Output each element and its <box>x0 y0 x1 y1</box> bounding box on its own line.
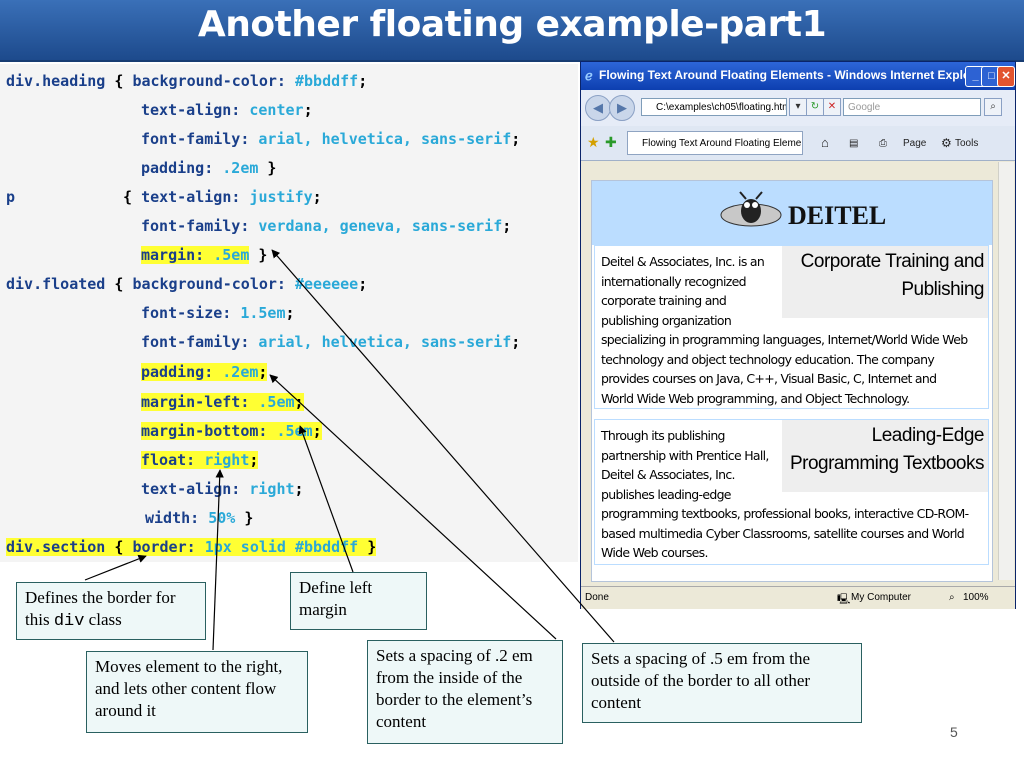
zoom-icon: ⌕ <box>949 592 955 603</box>
close-button[interactable]: ✕ <box>997 66 1015 87</box>
code-line-2: text-align: center; <box>141 101 313 119</box>
feeds-icon[interactable]: ▤ <box>849 138 859 149</box>
code-line-10: font-family: arial, helvetica, sans-seri… <box>141 333 521 351</box>
code-line-3: font-family: arial, helvetica, sans-seri… <box>141 130 521 148</box>
code-line-16: width: 50% } <box>145 509 254 527</box>
ie-logo-icon: ℯ <box>585 68 593 83</box>
callout-padding: Sets a spacing of .2 em from the inside … <box>367 640 563 744</box>
callout-margin: Sets a spacing of .5 em from the outside… <box>582 643 862 723</box>
page-content: DEITEL Corporate Training and Publishing… <box>591 180 993 582</box>
code-line-5: p <box>6 188 16 206</box>
callout-margin-left: Define left margin <box>290 572 427 630</box>
deitel-heading: DEITEL <box>592 181 992 245</box>
slide-title: Another floating example-part1 <box>197 4 827 45</box>
vertical-scrollbar[interactable] <box>998 162 1014 580</box>
computer-icon: 🖳 <box>837 594 851 605</box>
section-1-text-bottom: specializing in programming languages, I… <box>601 332 968 406</box>
stop-icon[interactable]: ✕ <box>823 98 841 116</box>
add-favorite-icon[interactable]: ✚ <box>605 134 617 150</box>
code-line-17: div.section { border: 1px solid #bbddff … <box>6 538 377 556</box>
search-icon[interactable]: ⌕ <box>984 98 1002 116</box>
zoom-level[interactable]: 100% <box>963 592 989 603</box>
section-1: Corporate Training and Publishing Deitel… <box>594 245 989 409</box>
section-1-text-top: Deitel & Associates, Inc. is an internat… <box>601 254 765 328</box>
deitel-bug-logo-icon <box>720 191 782 227</box>
favorites-star-icon[interactable]: ★ <box>587 134 600 150</box>
section-2-text-top: Through its publishing partnership with … <box>601 428 769 502</box>
floated-box-2: Leading-Edge Programming Textbooks <box>782 420 988 492</box>
print-icon[interactable]: ⎙ <box>879 138 887 149</box>
address-dropdown-icon[interactable]: ▾ <box>789 98 807 116</box>
callout-border: Defines the border for this div class <box>16 582 206 640</box>
tab-bar: ★ ✚ Flowing Text Around Floating Element… <box>581 126 1015 161</box>
callout-float: Moves element to the right, and lets oth… <box>86 651 308 733</box>
back-icon[interactable]: ◀ <box>585 95 611 121</box>
refresh-icon[interactable]: ↻ <box>806 98 824 116</box>
title-bar <box>0 0 1024 62</box>
code-line-7: margin: .5em } <box>141 246 268 264</box>
tab-floating-elements[interactable]: Flowing Text Around Floating Elements <box>627 131 803 155</box>
forward-icon[interactable]: ▶ <box>609 95 635 121</box>
page-number: 5 <box>950 724 958 740</box>
status-zone: My Computer <box>851 592 912 603</box>
address-bar[interactable]: C:\examples\ch05\floating.html <box>641 98 787 116</box>
browser-title: Flowing Text Around Floating Elements - … <box>599 68 987 82</box>
search-input[interactable]: Google <box>843 98 981 116</box>
deitel-logo-text: DEITEL <box>788 201 887 230</box>
code-line-1: div.heading { background-color: #bbddff; <box>6 72 368 90</box>
code-line-13: margin-bottom: .5em; <box>141 422 322 440</box>
floated-box-1: Corporate Training and Publishing <box>782 246 988 318</box>
code-line-9: font-size: 1.5em; <box>141 304 295 322</box>
code-line-5-body: { text-align: justify; <box>123 188 322 206</box>
code-line-4: padding: .2em } <box>141 159 277 177</box>
gear-icon[interactable]: ⚙ <box>941 136 952 150</box>
section-2: Leading-Edge Programming Textbooks Throu… <box>594 419 989 565</box>
navigation-bar: ◀ ▶ C:\examples\ch05\floating.html ▾ ↻ ✕… <box>581 90 1015 126</box>
code-line-8: div.floated { background-color: #eeeeee; <box>6 275 368 293</box>
status-text: Done <box>585 592 609 603</box>
home-icon[interactable]: ⌂ <box>821 135 829 150</box>
code-line-15: text-align: right; <box>141 480 304 498</box>
tools-menu[interactable]: Tools <box>955 138 979 149</box>
browser-title-bar: ℯ Flowing Text Around Floating Elements … <box>581 62 1015 90</box>
section-2-text-bottom: programming textbooks, professional book… <box>601 506 969 560</box>
code-line-6: font-family: verdana, geneva, sans-serif… <box>141 217 512 235</box>
code-line-12: margin-left: .5em; <box>141 393 304 411</box>
browser-window: ℯ Flowing Text Around Floating Elements … <box>580 61 1016 609</box>
status-bar: Done 🖳 My Computer ⌕ 100% <box>581 586 1015 609</box>
page-menu[interactable]: Page <box>903 138 927 149</box>
code-line-11: padding: .2em; <box>141 363 268 381</box>
code-line-14: float: right; <box>141 451 259 469</box>
